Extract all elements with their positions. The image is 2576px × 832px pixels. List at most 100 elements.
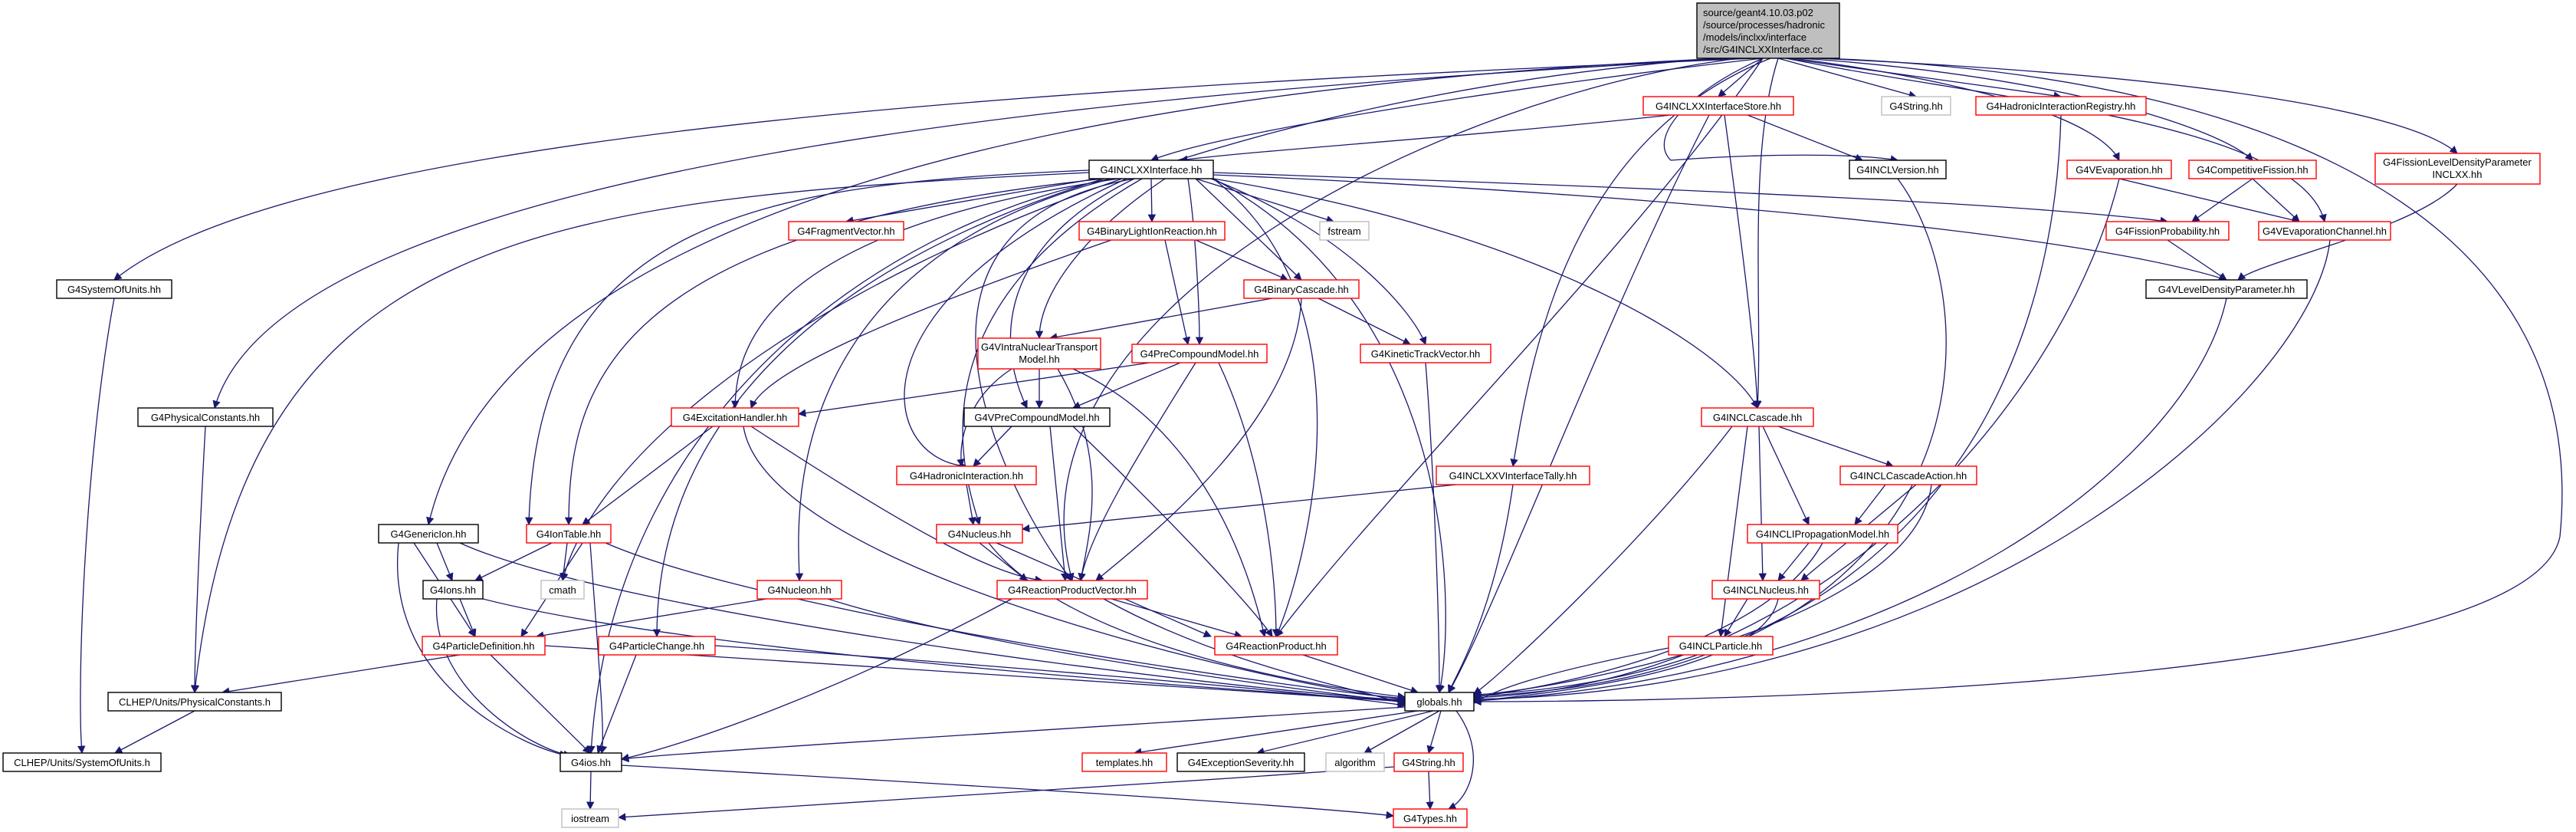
node-binarycascade[interactable]: G4BinaryCascade.hh — [1243, 279, 1360, 299]
svg-text:G4VLevelDensityParameter.hh: G4VLevelDensityParameter.hh — [2158, 284, 2295, 295]
node-propagation[interactable]: G4INCLIPropagationModel.hh — [1747, 524, 1898, 544]
node-reactionproduct[interactable]: G4ReactionProduct.hh — [1214, 636, 1338, 656]
node-vevaporation[interactable]: G4VEvaporation.hh — [2066, 159, 2172, 179]
dependency-edge — [587, 178, 1112, 755]
node-types[interactable]: G4Types.hh — [1393, 808, 1468, 828]
dependency-edge — [535, 598, 767, 640]
dependency-edge — [589, 542, 608, 755]
dependency-edge — [1426, 710, 1442, 754]
dependency-edge — [2118, 178, 2301, 224]
svg-text:G4INCLXXInterfaceStore.hh: G4INCLXXInterfaceStore.hh — [1656, 100, 1781, 112]
node-nucleon[interactable]: G4Nucleon.hh — [756, 580, 842, 600]
node-templates[interactable]: templates.hh — [1081, 752, 1167, 772]
node-clhep-sys[interactable]: CLHEP/Units/SystemOfUnits.h — [2, 752, 162, 772]
node-particlechange[interactable]: G4ParticleChange.hh — [598, 636, 716, 656]
node-algorithm[interactable]: algorithm — [1325, 752, 1385, 772]
node-fstream[interactable]: fstream — [1319, 221, 1370, 241]
node-tally[interactable]: G4INCLXXVInterfaceTally.hh — [1436, 465, 1590, 485]
dependency-edge — [1777, 426, 1894, 468]
dependency-edge — [1473, 426, 1733, 695]
dependency-edge — [1758, 426, 1767, 582]
node-precompound[interactable]: G4PreCompoundModel.hh — [1131, 344, 1268, 363]
dependency-edge — [1195, 239, 1288, 281]
node-fragmentvector[interactable]: G4FragmentVector.hh — [788, 221, 904, 241]
node-particledef[interactable]: G4ParticleDefinition.hh — [422, 636, 546, 656]
dependency-edge — [1448, 710, 1475, 810]
svg-text:templates.hh: templates.hh — [1096, 757, 1153, 768]
dependency-edge — [797, 362, 1150, 417]
node-exceptionseverity[interactable]: G4ExceptionSeverity.hh — [1176, 752, 1305, 772]
node-excitation[interactable]: G4ExcitationHandler.hh — [671, 407, 799, 427]
svg-text:G4IonTable.hh: G4IonTable.hh — [537, 528, 602, 540]
dependency-edge — [1472, 178, 2120, 702]
dependency-edge — [620, 706, 1406, 763]
svg-text:G4FissionLevelDensityParameter: G4FissionLevelDensityParameter — [2383, 156, 2532, 168]
dependency-edge — [564, 178, 1104, 526]
node-inclnucleus[interactable]: G4INCLNucleus.hh — [1711, 580, 1820, 600]
node-iontable[interactable]: G4IonTable.hh — [526, 524, 612, 544]
svg-text:G4INCLXXVInterfaceTally.hh: G4INCLXXVInterfaceTally.hh — [1449, 470, 1577, 482]
dependency-edge — [1473, 647, 1669, 704]
dependency-edge — [190, 426, 206, 694]
root-file-node[interactable]: source/geant4.10.03.p02 /source/processe… — [1696, 2, 1840, 59]
dependency-edge — [714, 645, 1406, 709]
node-hadronicregistry[interactable]: G4HadronicInteractionRegistry.hh — [1975, 96, 2147, 116]
node-g4string-top[interactable]: G4String.hh — [1881, 96, 1951, 116]
node-cmath[interactable]: cmath — [540, 580, 585, 600]
node-g4ios[interactable]: G4ios.hh — [560, 752, 622, 772]
dependency-edge — [1195, 178, 1302, 281]
node-vleveldensity[interactable]: G4VLevelDensityParameter.hh — [2145, 279, 2308, 299]
node-binarylightion[interactable]: G4BinaryLightIonReaction.hh — [1078, 221, 1226, 241]
node-globals[interactable]: globals.hh — [1404, 692, 1475, 712]
dependency-edge — [750, 239, 1112, 409]
dependency-edge — [1063, 58, 1741, 582]
dependency-edge — [1072, 426, 1273, 637]
svg-text:G4ParticleDefinition.hh: G4ParticleDefinition.hh — [433, 640, 535, 652]
node-inclcascade[interactable]: G4INCLCascade.hh — [1701, 407, 1814, 427]
dependency-edge — [459, 598, 477, 637]
svg-text:G4HadronicInteractionRegistry.: G4HadronicInteractionRegistry.hh — [1987, 100, 2136, 112]
node-cascadeaction[interactable]: G4INCLCascadeAction.hh — [1839, 465, 1977, 485]
node-rpvector[interactable]: G4ReactionProductVector.hh — [996, 580, 1148, 600]
svg-text:G4INCLNucleus.hh: G4INCLNucleus.hh — [1723, 584, 1809, 596]
node-inclparticle[interactable]: G4INCLParticle.hh — [1668, 636, 1774, 656]
node-ions[interactable]: G4Ions.hh — [422, 580, 484, 600]
node-iostream[interactable]: iostream — [561, 808, 619, 828]
node-systemofunits[interactable]: G4SystemOfUnits.hh — [56, 279, 172, 299]
node-kinetictrack[interactable]: G4KineticTrackVector.hh — [1360, 344, 1491, 363]
dependency-edge — [474, 542, 553, 581]
svg-text:G4BinaryLightIonReaction.hh: G4BinaryLightIonReaction.hh — [1087, 225, 1217, 237]
node-vevapchannel[interactable]: G4VEvaporationChannel.hh — [2258, 221, 2391, 241]
node-clhep-phys[interactable]: CLHEP/Units/PhysicalConstants.h — [107, 692, 282, 712]
root-line-2: /source/processes/hadronic — [1703, 19, 1825, 31]
dependency-edge — [966, 484, 976, 526]
node-g4string[interactable]: G4String.hh — [1393, 752, 1464, 772]
dependency-edge — [1255, 710, 1434, 755]
dependency-edge — [435, 598, 573, 759]
svg-text:G4HadronicInteraction.hh: G4HadronicInteraction.hh — [910, 470, 1023, 482]
svg-text:G4Ions.hh: G4Ions.hh — [430, 584, 476, 596]
svg-text:CLHEP/Units/SystemOfUnits.h: CLHEP/Units/SystemOfUnits.h — [14, 757, 150, 768]
node-genericion[interactable]: G4GenericIon.hh — [378, 524, 479, 544]
dependency-edge — [1777, 542, 1810, 581]
svg-text:G4VEvaporation.hh: G4VEvaporation.hh — [2076, 164, 2162, 176]
node-physconstants[interactable]: G4PhysicalConstants.hh — [137, 407, 274, 427]
node-inclversion[interactable]: G4INCLVersion.hh — [1849, 159, 1947, 179]
svg-text:G4ParticleChange.hh: G4ParticleChange.hh — [609, 640, 704, 652]
dependency-edge — [1187, 178, 1204, 346]
dependency-edge — [1472, 542, 1823, 701]
node-competitivefission[interactable]: G4CompetitiveFission.hh — [2188, 159, 2317, 179]
dependency-edge — [113, 58, 1756, 281]
node-inclxxinterface[interactable]: G4INCLXXInterface.hh — [1088, 159, 1214, 179]
node-vprecompound[interactable]: G4VPreCompoundModel.hh — [963, 407, 1111, 427]
node-fissionprob[interactable]: G4FissionProbability.hh — [2105, 221, 2230, 241]
dependency-edge — [2191, 178, 2253, 222]
node-hadronicinteraction[interactable]: G4HadronicInteraction.hh — [896, 465, 1037, 485]
svg-text:fstream: fstream — [1327, 225, 1360, 237]
node-nucleus[interactable]: G4Nucleus.hh — [936, 524, 1023, 544]
node-interfacestore[interactable]: G4INCLXXInterfaceStore.hh — [1642, 96, 1794, 116]
svg-text:algorithm: algorithm — [1334, 757, 1375, 768]
